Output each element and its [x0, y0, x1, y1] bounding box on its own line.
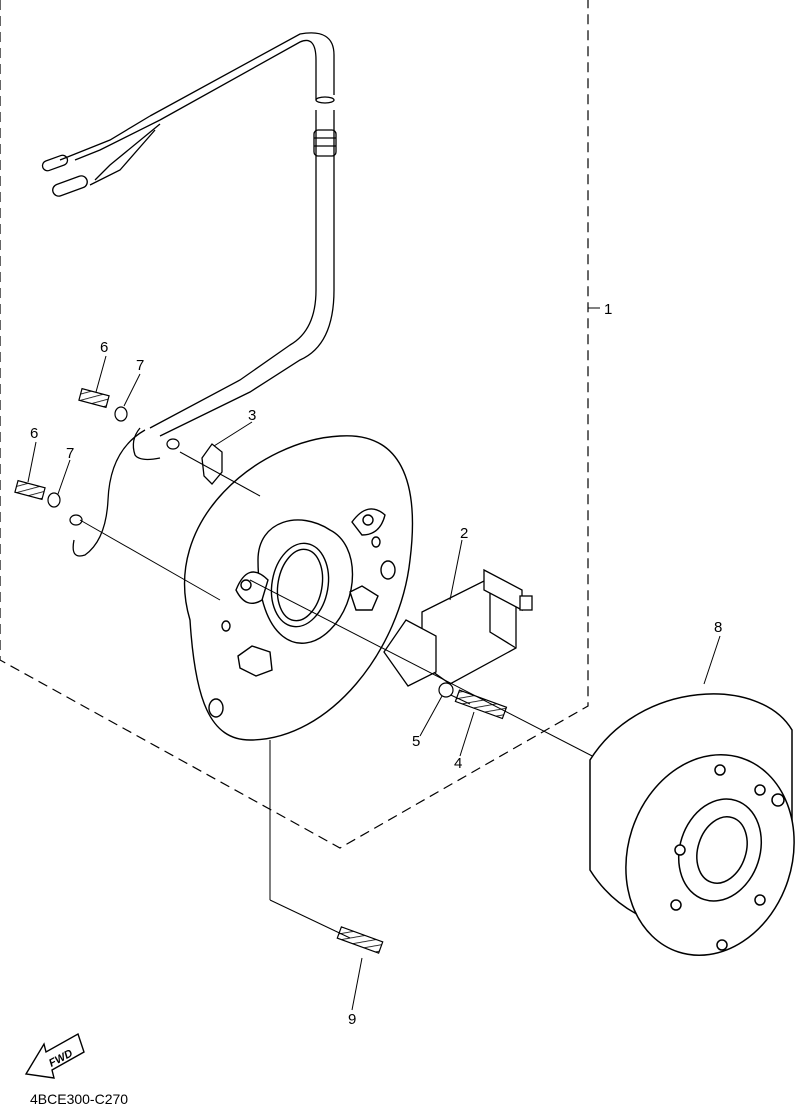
callout-6-upper: 6 — [100, 339, 108, 356]
alignment-lines — [79, 451, 601, 939]
fwd-arrow-icon: FWD — [24, 1032, 85, 1079]
callout-1: 1 — [604, 301, 612, 318]
callout-8: 8 — [714, 619, 722, 636]
wire-clamp — [201, 443, 223, 485]
stator-assembly-boundary — [0, 0, 589, 849]
callout-9: 9 — [348, 1011, 356, 1028]
fasteners — [14, 387, 508, 954]
ground-terminals — [69, 438, 180, 526]
pickup-coil — [383, 568, 533, 687]
callout-2: 2 — [460, 525, 468, 542]
callout-4: 4 — [454, 755, 462, 772]
callout-7-upper: 7 — [136, 357, 144, 374]
callout-7-lower: 7 — [66, 445, 74, 462]
callout-5: 5 — [412, 733, 420, 750]
callout-3: 3 — [248, 407, 256, 424]
flywheel-rotor — [589, 693, 795, 957]
callout-6-lower: 6 — [30, 425, 38, 442]
diagram-code: 4BCE300-C270 — [30, 1091, 128, 1107]
leader-lines — [27, 355, 721, 1011]
stator-plate — [183, 435, 414, 741]
wire-harness — [41, 32, 337, 557]
